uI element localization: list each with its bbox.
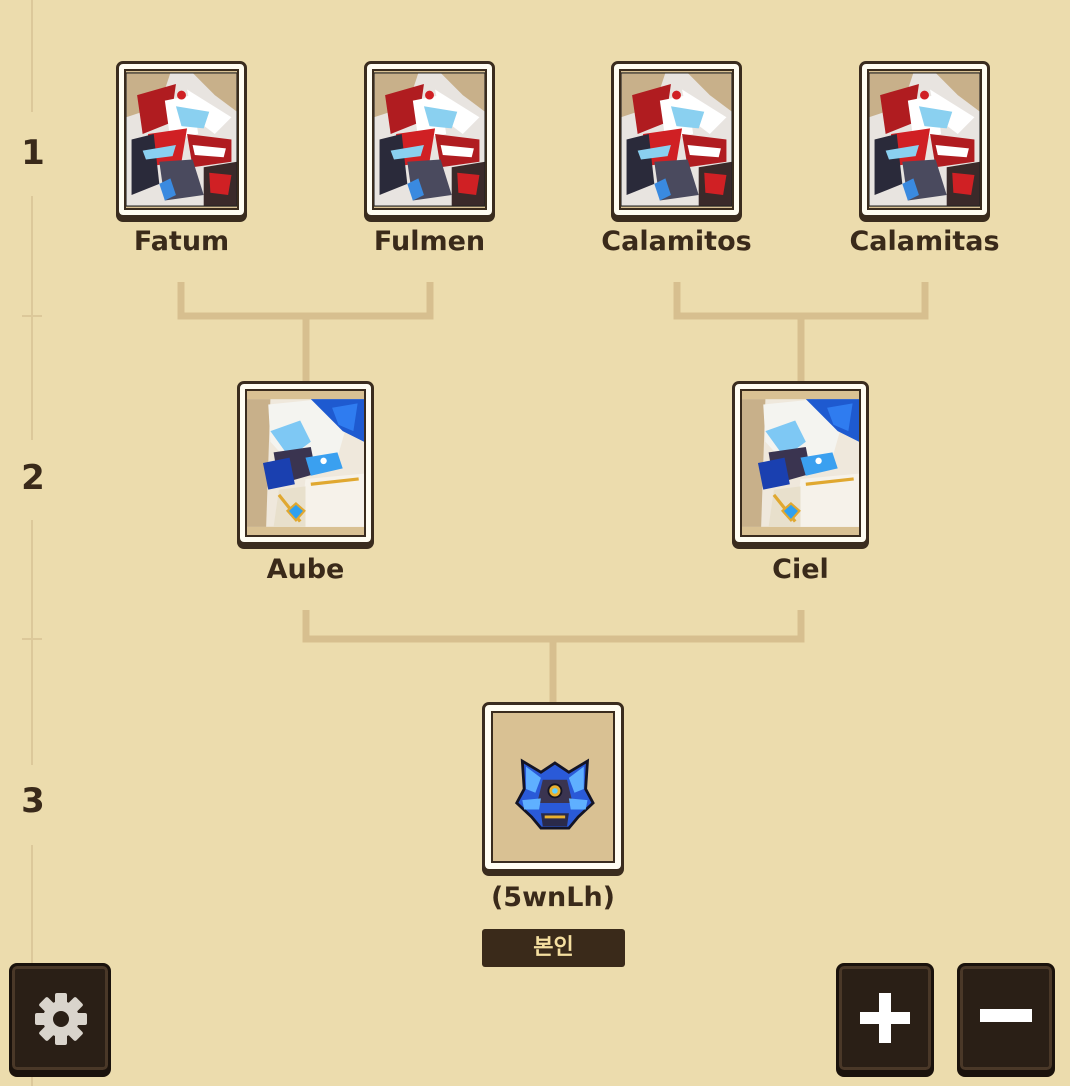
ruler-tick (22, 638, 42, 640)
dragon-name-aube: Aube (266, 554, 345, 585)
red-armored-dragon-portrait (869, 71, 980, 208)
dragon-card-calamitas[interactable] (859, 61, 990, 218)
minus-icon (980, 1009, 1032, 1022)
gear-icon (35, 993, 87, 1045)
red-armored-dragon-portrait (374, 71, 485, 208)
dragon-card-fatum[interactable] (116, 61, 247, 218)
ruler-tick (22, 315, 42, 317)
dragon-name-fatum: Fatum (133, 226, 230, 257)
red-armored-dragon-portrait (126, 71, 237, 208)
blue-white-dragon-portrait (742, 391, 859, 535)
generation-label-3: 3 (14, 781, 52, 821)
dragon-card-calamitos[interactable] (611, 61, 742, 218)
generation-label-1: 1 (14, 133, 52, 173)
zoom-in-button[interactable] (836, 963, 934, 1073)
dragon-card-ciel[interactable] (732, 381, 869, 545)
plus-icon (860, 993, 910, 1043)
dragon-name-calamitas: Calamitas (849, 226, 1000, 257)
blue-white-dragon-portrait (247, 391, 364, 535)
dragon-name-calamitos: Calamitos (601, 226, 752, 257)
red-armored-dragon-portrait (621, 71, 732, 208)
dragon-name-ciel: Ciel (772, 554, 829, 585)
dragon-name-self: (5wnLh) (490, 882, 616, 913)
dragon-card-fulmen[interactable] (364, 61, 495, 218)
dragon-card-aube[interactable] (237, 381, 374, 545)
generation-label-2: 2 (14, 458, 52, 498)
zoom-out-button[interactable] (957, 963, 1055, 1073)
self-badge: 본인 (482, 929, 625, 967)
settings-button[interactable] (9, 963, 111, 1073)
dragon-name-fulmen: Fulmen (373, 226, 486, 257)
dragon-card-self[interactable] (482, 702, 624, 872)
blue-egg-creature-portrait (493, 713, 613, 861)
